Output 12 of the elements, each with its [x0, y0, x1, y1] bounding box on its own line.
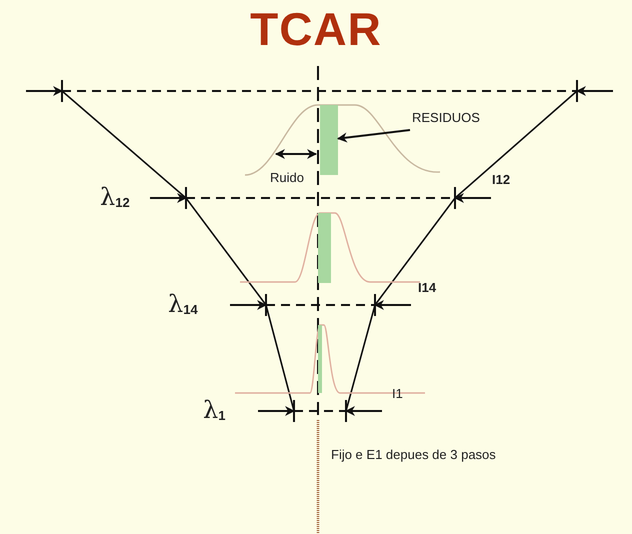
wavelength-label: λ$_{14}$ [168, 290, 198, 318]
wavelength-label: λ$_{12}$ [100, 183, 130, 211]
level-label: I14 [418, 280, 436, 295]
callout-text: RESIDUOS [412, 110, 480, 125]
note-text: Fijo e E1 depues de 3 pasos [331, 447, 496, 462]
title: TCAR [249, 2, 383, 56]
level-label: I1 [392, 386, 403, 401]
residue-bar [320, 105, 338, 175]
leader-line [337, 129, 410, 142]
level-label: I12 [492, 172, 510, 187]
wavelength-label: λ$_{1}$ [203, 396, 226, 424]
axis-label: Ruido [270, 170, 304, 185]
